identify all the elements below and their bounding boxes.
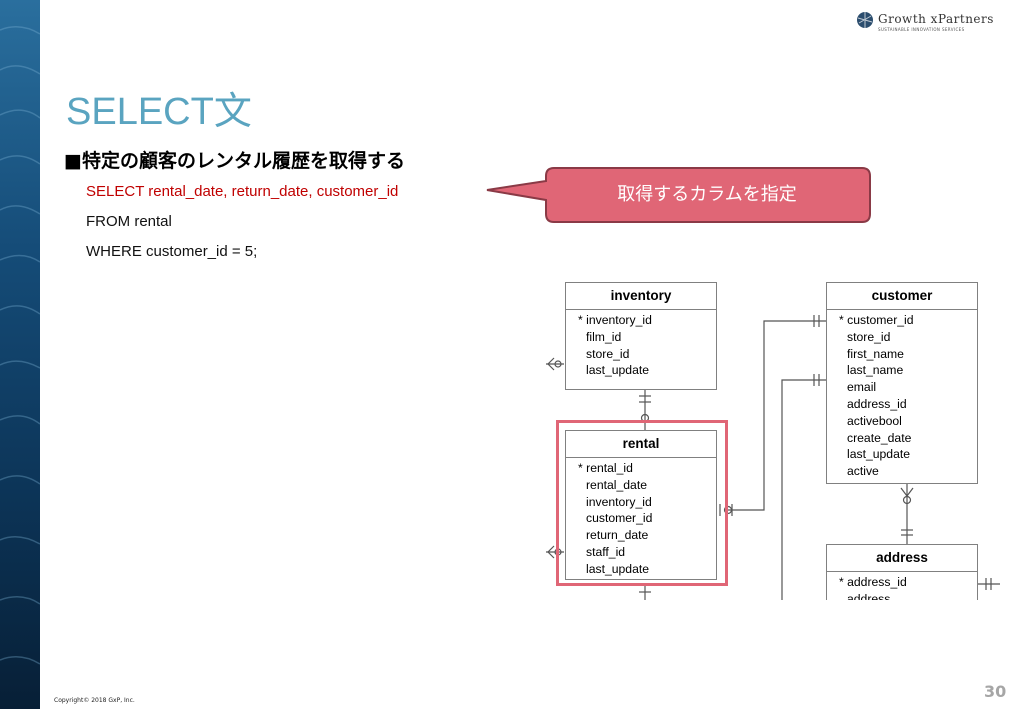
customer-column: first_name xyxy=(847,346,904,361)
er-relationship-lines xyxy=(546,315,1000,600)
rental-column: rental_date xyxy=(586,477,647,492)
callout-text: 取得するカラムを指定 xyxy=(617,184,797,205)
inventory-table: inventory * inventory_id film_id store_i… xyxy=(565,282,717,390)
inventory-column: store_id xyxy=(586,346,630,361)
company-logo: Growth xPartners SUSTAINABLE INNOVATION … xyxy=(856,11,1006,35)
inventory-table-header: inventory xyxy=(566,283,716,310)
sql-select-line: SELECT rental_date, return_date, custome… xyxy=(86,183,399,200)
sql-where-line: WHERE customer_id = 5; xyxy=(86,243,258,260)
copyright-footer: Copyright© 2018 GxP, Inc. xyxy=(54,697,135,704)
customer-column: last_update xyxy=(847,447,911,462)
slide-title: SELECT文 xyxy=(66,91,252,133)
customer-column: activebool xyxy=(847,413,902,428)
address-column: address xyxy=(847,591,891,600)
logo-name: Growth xPartners xyxy=(878,12,994,26)
customer-column: store_id xyxy=(847,329,891,344)
ocean-background-strip xyxy=(0,0,40,709)
er-diagram: inventory * inventory_id film_id store_i… xyxy=(520,262,1000,600)
rental-highlight-frame xyxy=(556,420,728,586)
customer-column: active xyxy=(847,464,879,479)
bullet-heading: ■特定の顧客のレンタル履歴を取得する xyxy=(64,150,405,172)
rental-column: return_date xyxy=(586,528,649,543)
customer-column: create_date xyxy=(847,430,912,445)
customer-table-header: customer xyxy=(827,283,977,310)
inventory-column: film_id xyxy=(586,329,622,344)
customer-table: customer * customer_id store_id first_na… xyxy=(826,282,978,484)
rental-column: staff_id xyxy=(586,544,626,559)
rental-column: * rental_id xyxy=(578,461,633,475)
inventory-column: last_update xyxy=(586,363,650,378)
customer-column: email xyxy=(847,380,877,395)
rental-table: rental * rental_id rental_date inventory… xyxy=(565,430,717,580)
page-number: 30 xyxy=(984,682,1007,701)
address-table-header: address xyxy=(827,545,977,572)
rental-column: inventory_id xyxy=(586,494,652,509)
rental-table-header: rental xyxy=(566,431,716,458)
inventory-column: * inventory_id xyxy=(578,313,652,327)
rental-column: customer_id xyxy=(586,511,653,526)
logo-tagline: SUSTAINABLE INNOVATION SERVICES xyxy=(878,27,965,32)
globe-logo-icon xyxy=(857,12,873,28)
address-column: * address_id xyxy=(839,575,907,589)
sql-from-line: FROM rental xyxy=(86,213,172,230)
address-table: address * address_id address xyxy=(826,544,978,600)
customer-column: last_name xyxy=(847,363,904,378)
rental-column: last_update xyxy=(586,561,650,576)
customer-column: address_id xyxy=(847,396,907,411)
customer-column: * customer_id xyxy=(839,313,914,327)
